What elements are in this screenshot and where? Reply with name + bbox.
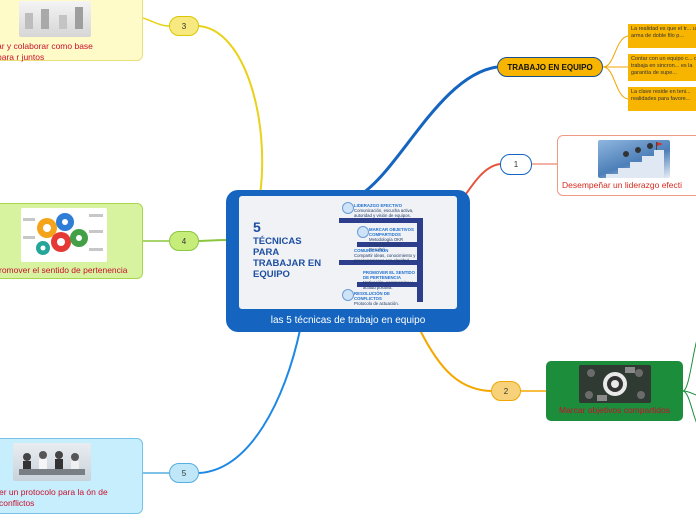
edge-central-2: [419, 329, 492, 392]
trophy-icon: [342, 202, 354, 214]
target-illustration: [585, 367, 645, 401]
trabajo-note-text: Contar con un equipo c... que trabaja en…: [631, 56, 696, 76]
edge-2-extra-1: [682, 341, 696, 392]
stairs-illustration: [606, 142, 664, 178]
infographic-connector-bar: [357, 282, 421, 287]
branch-number-label: 1: [513, 160, 519, 169]
central-topic-label: las 5 técnicas de trabajo en equipo: [270, 315, 426, 326]
meeting-illustration: [19, 451, 85, 475]
trabajo-en-equipo-label: TRABAJO EN EQUIPO: [507, 62, 593, 72]
target-icon: [357, 226, 369, 238]
topic-colaborar-label: ar y colaborar como base para r juntos: [0, 41, 93, 62]
edge-central-3: [198, 25, 264, 196]
topic-objetivos-card[interactable]: Marcar objetivos compartidos: [546, 361, 683, 421]
branch-number-1[interactable]: 1: [500, 154, 532, 175]
leadership-stairs-image: [598, 140, 670, 178]
branch-number-label: 4: [181, 236, 187, 246]
infographic-connector-bar: [339, 260, 421, 265]
topic-objetivos-label: Marcar objetivos compartidos: [558, 405, 670, 415]
central-topic-node[interactable]: 5 TÉCNICAS PARA TRABAJAR EN EQUIPO LIDER…: [226, 190, 470, 332]
edge-3-topic: [142, 17, 170, 27]
topic-conflictos-label: er un protocolo para la ón de conflictos: [0, 487, 108, 508]
trabajo-note-1[interactable]: La realidad es que el tr... un arma de d…: [628, 24, 696, 48]
trabajo-note-text: La clave reside en teni... realidades pa…: [631, 89, 691, 102]
trabajo-en-equipo-node[interactable]: TRABAJO EN EQUIPO: [497, 57, 603, 77]
trabajo-note-2[interactable]: Contar con un equipo c... que trabaja en…: [628, 54, 696, 81]
topic-conflictos-card[interactable]: er un protocolo para la ón de conflictos: [0, 438, 143, 514]
central-infographic: 5 TÉCNICAS PARA TRABAJAR EN EQUIPO LIDER…: [239, 196, 457, 309]
infographic-connector-bar: [339, 218, 423, 223]
topic-pertenencia-card[interactable]: romover el sentido de pertenencia: [0, 203, 143, 279]
collaboration-image: [19, 1, 91, 37]
infographic-title-text: TÉCNICAS PARA TRABAJAR EN EQUIPO: [253, 236, 322, 280]
target-table-image: [579, 365, 651, 403]
branch-number-label: 5: [181, 468, 187, 478]
handshake-icon: [342, 289, 354, 301]
branch-number-5[interactable]: 5: [169, 463, 199, 483]
infographic-title: 5 TÉCNICAS PARA TRABAJAR EN EQUIPO: [253, 219, 323, 280]
trabajo-note-3[interactable]: La clave reside en teni... realidades pa…: [628, 87, 696, 111]
edge-2-extra-2: [682, 390, 696, 396]
branch-number-label: 3: [181, 21, 187, 31]
trabajo-note-text: La realidad es que el tr... un arma de d…: [631, 26, 696, 39]
infographic-connector-bar: [357, 242, 421, 247]
infographic-number: 5: [253, 219, 261, 235]
edge-central-trabajo: [359, 65, 498, 197]
meeting-image: [13, 443, 91, 481]
branch-number-3[interactable]: 3: [169, 16, 199, 36]
topic-liderazgo-card[interactable]: Desempeñar un liderazgo efecti: [557, 135, 696, 196]
gears-image: [21, 208, 107, 262]
edge-central-4: [198, 239, 229, 242]
branch-number-2[interactable]: 2: [491, 381, 521, 401]
topic-colaborar-card[interactable]: ar y colaborar como base para r juntos: [0, 0, 143, 62]
topic-liderazgo-label: Desempeñar un liderazgo efecti: [562, 180, 683, 190]
edge-central-5: [198, 329, 301, 474]
branch-number-4[interactable]: 4: [169, 231, 199, 251]
branch-number-label: 2: [503, 386, 509, 396]
figures-illustration: [25, 7, 83, 29]
edge-trabajo-note-1: [602, 35, 629, 68]
topic-pertenencia-label: romover el sentido de pertenencia: [0, 265, 128, 275]
edge-2-extra-3: [682, 390, 696, 423]
edge-trabajo-note-3: [602, 66, 629, 100]
gears-illustration: [23, 213, 103, 255]
